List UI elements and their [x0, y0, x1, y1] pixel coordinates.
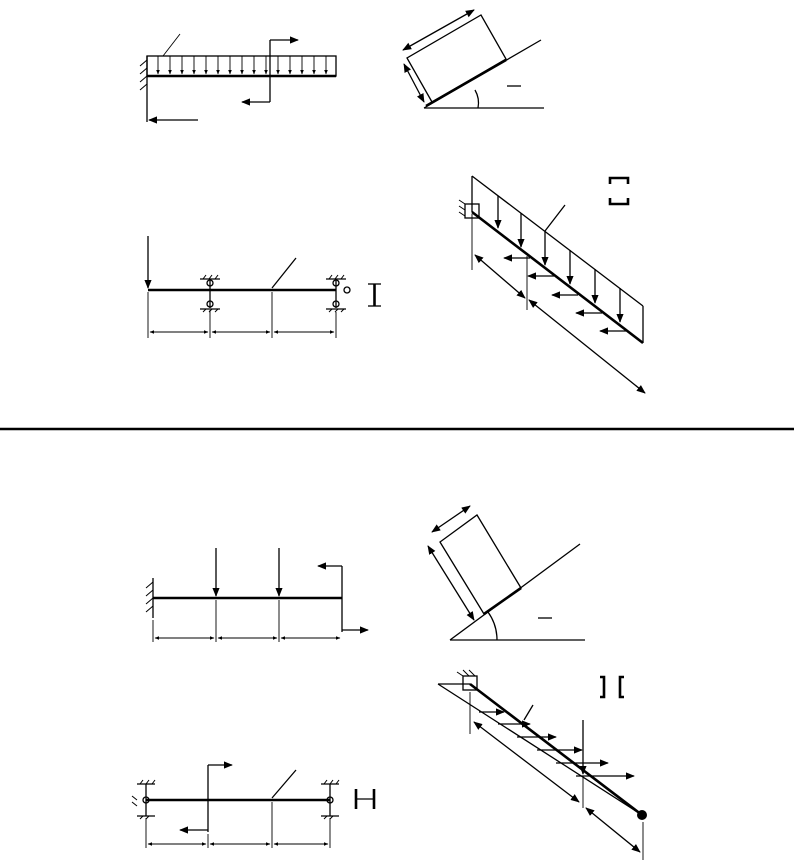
dimension-line [152, 600, 341, 642]
channel-pair-section-icon [600, 675, 624, 699]
simple-beam-h-section [131, 761, 376, 848]
block-on-incline-bottom [427, 505, 585, 641]
angle-arc [487, 611, 498, 641]
pin-support-right [321, 779, 340, 820]
cantilever-point-loads [145, 548, 369, 642]
dimension-line [145, 802, 331, 848]
pin-support-left [131, 779, 156, 820]
h-beam-section-icon [354, 789, 376, 809]
distributed-load [146, 33, 337, 77]
couple-arrows [241, 36, 299, 106]
fixed-wall-support [145, 578, 154, 618]
inclined-beam-combined-loads [458, 175, 646, 394]
cantilever-uniform-load [139, 33, 337, 124]
i-beam-section-icon [368, 283, 381, 307]
box-section-icon [608, 176, 630, 206]
pin-support-1 [200, 274, 220, 313]
continuous-beam-i-section [144, 236, 381, 338]
angle-arc [474, 89, 480, 109]
inclined-beam-triangular-load [437, 669, 647, 860]
block-on-incline-top [402, 9, 544, 109]
dimension-line [147, 292, 337, 338]
fixed-wall-support [139, 56, 148, 122]
fixed-support [456, 669, 478, 691]
pin-support-2 [326, 274, 351, 313]
